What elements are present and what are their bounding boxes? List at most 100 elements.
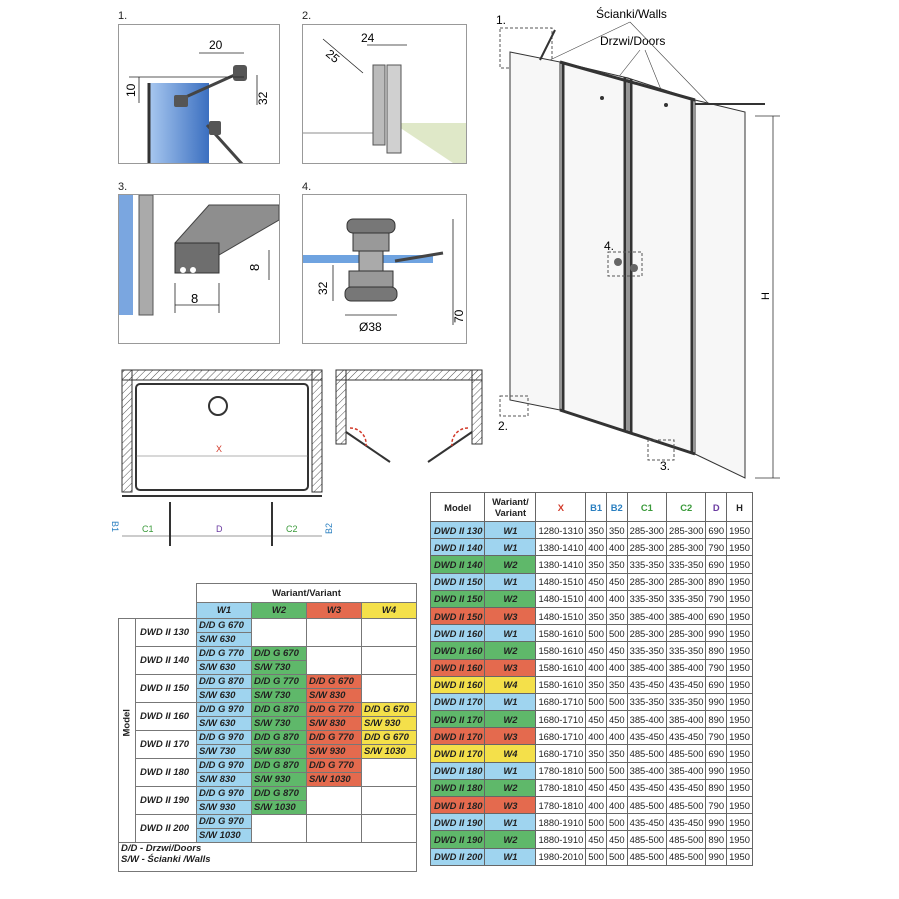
spec-value-cell: 1950: [726, 778, 753, 798]
spec-value-cell: 1580-1610: [535, 624, 587, 643]
spec-variant-cell: W1: [484, 624, 537, 643]
spec-variant-cell: W1: [484, 538, 537, 557]
spec-model-cell: DWD II 150: [429, 572, 486, 591]
plan-c1-label: C1: [142, 524, 154, 534]
spec-value-cell: 285-300: [626, 572, 668, 591]
callout-2: 2.: [498, 419, 508, 433]
spec-variant-cell: W2: [484, 830, 537, 849]
spec-value-cell: 285-300: [666, 520, 707, 540]
spec-value-cell: 385-400: [626, 761, 668, 780]
dim-32: 32: [256, 91, 270, 105]
variant-legend-item: D/D - Drzwi/Doors: [121, 843, 202, 854]
spec-value-cell: 400: [605, 538, 628, 557]
variant-wall-cell: S/W 1030: [361, 744, 417, 759]
spec-header-2: X: [535, 492, 587, 522]
variant-door-cell: D/D G 770: [251, 674, 307, 689]
spec-value-cell: 1680-1710: [535, 744, 587, 763]
spec-value-cell: 500: [605, 692, 628, 712]
variant-door-cell: D/D G 870: [251, 702, 307, 717]
spec-value-cell: 500: [585, 692, 607, 712]
variant-wall-cell: S/W 730: [251, 716, 307, 731]
spec-model-cell: DWD II 150: [429, 589, 486, 608]
spec-value-cell: 285-300: [626, 520, 668, 540]
spec-value-cell: 1480-1510: [535, 572, 587, 591]
spec-value-cell: 790: [705, 589, 728, 608]
enclosure-front-view: Ścianki/Walls Drzwi/Doors 1. 4. 2. 3. H: [496, 6, 780, 479]
variant-wall-cell: S/W 930: [306, 744, 362, 759]
spec-value-cell: 400: [585, 658, 607, 677]
height-label: H: [760, 292, 772, 300]
spec-value-cell: 500: [585, 761, 607, 780]
spec-value-cell: 435-450: [666, 727, 707, 746]
spec-variant-cell: W1: [484, 572, 537, 591]
variant-legend-item: S/W - Ścianki /Walls: [121, 854, 211, 865]
variant-door-cell: D/D G 870: [251, 786, 307, 801]
variant-model-name: DWD II 180: [135, 758, 197, 787]
spec-value-cell: 485-500: [626, 847, 668, 866]
dim-10: 10: [124, 83, 138, 97]
spec-value-cell: 285-300: [626, 624, 668, 643]
spec-model-cell: DWD II 140: [429, 538, 486, 557]
variant-door-cell: D/D G 970: [196, 758, 252, 773]
variant-door-cell: D/D G 770: [306, 702, 362, 717]
spec-value-cell: 335-350: [626, 692, 668, 712]
spec-variant-cell: W1: [484, 520, 537, 540]
spec-value-cell: 1950: [726, 658, 753, 677]
spec-value-cell: 1580-1610: [535, 658, 587, 677]
spec-value-cell: 285-300: [626, 538, 668, 557]
spec-value-cell: 990: [705, 624, 728, 643]
spec-value-cell: 450: [605, 778, 628, 798]
detail-4-drawing: 32 Ø38 70: [303, 218, 466, 334]
spec-value-cell: 990: [705, 847, 728, 866]
variant-wall-cell: S/W 1030: [251, 800, 307, 815]
variant-header-w2: W2: [251, 602, 307, 619]
spec-value-cell: 385-400: [666, 658, 707, 677]
spec-value-cell: 335-350: [666, 641, 707, 660]
spec-value-cell: 450: [585, 710, 607, 729]
spec-value-cell: 1580-1610: [535, 641, 587, 660]
spec-variant-cell: W3: [484, 658, 537, 677]
variant-wall-cell: S/W 630: [196, 688, 252, 703]
spec-value-cell: 400: [605, 589, 628, 608]
plan-b2-label: B2: [324, 523, 334, 534]
variant-door-cell: D/D G 670: [306, 674, 362, 689]
spec-value-cell: 690: [705, 744, 728, 763]
detail-3-panel: 8 8: [118, 194, 280, 344]
spec-value-cell: 690: [705, 606, 728, 626]
variant-model-name: DWD II 160: [135, 702, 197, 731]
spec-value-cell: 350: [605, 606, 628, 626]
spec-value-cell: 1950: [726, 710, 753, 729]
spec-value-cell: 1950: [726, 589, 753, 608]
detail-2-drawing: 24 25: [303, 31, 466, 163]
variant-header-w3: W3: [306, 602, 362, 619]
spec-value-cell: 1950: [726, 675, 753, 694]
spec-value-cell: 790: [705, 795, 728, 815]
spec-value-cell: 285-300: [666, 538, 707, 557]
variant-wall-cell: S/W 730: [251, 688, 307, 703]
spec-value-cell: 500: [605, 624, 628, 643]
spec-value-cell: 385-400: [626, 710, 668, 729]
variant-door-cell: D/D G 770: [306, 758, 362, 773]
spec-model-cell: DWD II 130: [429, 520, 486, 540]
spec-model-cell: DWD II 190: [429, 830, 486, 849]
spec-variant-cell: W2: [484, 589, 537, 608]
spec-value-cell: 350: [585, 744, 607, 763]
spec-value-cell: 485-500: [666, 847, 707, 866]
spec-variant-cell: W1: [484, 847, 537, 866]
spec-model-cell: DWD II 180: [429, 761, 486, 780]
spec-model-cell: DWD II 150: [429, 606, 486, 626]
dim-70: 70: [452, 309, 466, 323]
spec-variant-cell: W2: [484, 555, 537, 574]
dim-24: 24: [361, 31, 375, 45]
spec-value-cell: 1950: [726, 795, 753, 815]
spec-value-cell: 385-400: [666, 710, 707, 729]
plan-c2-label: C2: [286, 524, 298, 534]
spec-value-cell: 790: [705, 538, 728, 557]
spec-value-cell: 690: [705, 520, 728, 540]
spec-value-cell: 890: [705, 778, 728, 798]
